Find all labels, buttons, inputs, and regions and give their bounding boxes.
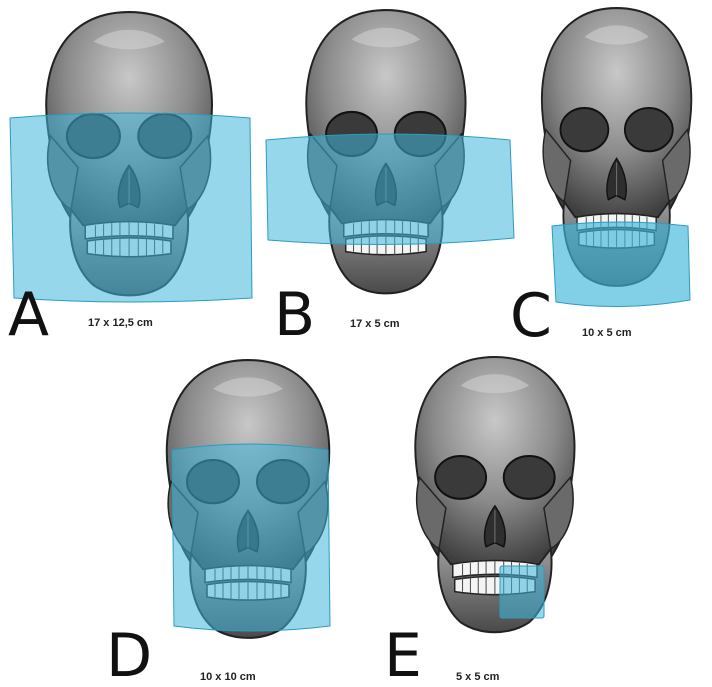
panel-letter-d: D [106,621,152,687]
panel-a: A 17 x 12,5 cm [8,12,252,350]
fov-overlay-d [172,444,330,631]
fov-caption-b: 17 x 5 cm [350,318,400,330]
panel-letter-a: A [8,280,49,350]
fov-overlay-c [552,222,690,307]
panel-e: E 5 x 5 cm [384,357,575,687]
panel-letter-e: E [384,621,422,687]
panel-letter-c: C [510,281,552,351]
fov-caption-a: 17 x 12,5 cm [88,317,153,329]
fov-caption-e: 5 x 5 cm [456,671,500,683]
panel-b: B 17 x 5 cm [266,10,514,350]
fov-caption-c: 10 x 5 cm [582,327,632,339]
fov-caption-d: 10 x 10 cm [200,671,256,683]
fov-overlay-e [500,566,544,618]
panel-d: D 10 x 10 cm [106,360,330,687]
fov-overlay-a [10,113,252,302]
panel-c: C 10 x 5 cm [510,8,691,351]
skull-icon [415,357,574,632]
panel-letter-b: B [274,280,315,350]
fov-overlay-b [266,134,514,245]
